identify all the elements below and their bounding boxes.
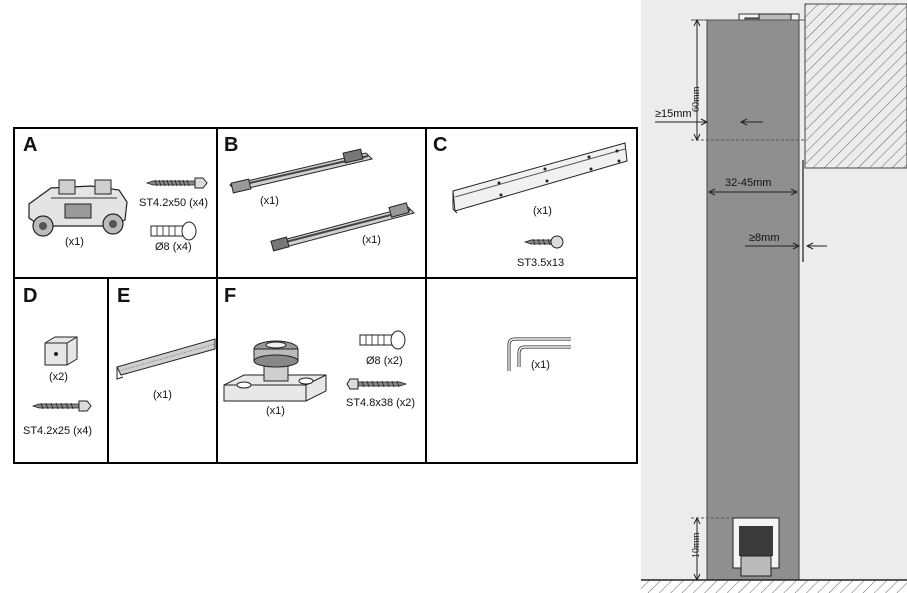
panel-e: E (x1) xyxy=(109,279,216,462)
caption-qty: (x1) xyxy=(531,359,550,371)
dimension-label: 32-45mm xyxy=(725,177,772,189)
parts-table: A (x1) ST4.2x50 (x4) Ø8 (x4) B xyxy=(13,127,638,464)
panel-c: C (x1) ST3.5x13 xyxy=(427,129,636,277)
bottom-profile-icon xyxy=(116,338,216,380)
grid-divider xyxy=(15,277,636,279)
panel-f: F (x1) Ø8 (x2) ST4.8x38 (x2) xyxy=(218,279,425,462)
caption-qty: (x1) xyxy=(533,205,552,217)
panel-d: D (x2) ST4.2x25 (x4) xyxy=(15,279,107,462)
track-rail-icon xyxy=(452,142,628,214)
grid-divider xyxy=(107,278,109,462)
screw-icon xyxy=(145,177,208,189)
floor-guide-icon xyxy=(223,340,327,402)
caption-qty: (x2) xyxy=(49,371,68,383)
grid-divider xyxy=(216,278,218,462)
panel-letter: F xyxy=(224,285,237,307)
soft-close-damper-icon xyxy=(229,148,373,194)
screw-icon xyxy=(31,400,92,412)
panel-letter: B xyxy=(224,134,239,156)
caption-plug: Ø8 (x4) xyxy=(155,241,192,253)
section-diagram: 60mm ≥15mm 32-45mm ≥8mm 10mm xyxy=(641,0,907,593)
dimension-label: ≥15mm xyxy=(655,108,692,120)
panel-letter: E xyxy=(117,285,131,307)
door-cross-section xyxy=(641,0,907,593)
caption-qty: (x1) xyxy=(362,234,381,246)
dimension-label: ≥8mm xyxy=(749,232,780,244)
guide-block-icon xyxy=(44,336,78,366)
dimension-label: 60mm xyxy=(691,86,702,112)
caption-qty: (x1) xyxy=(266,405,285,417)
wall-plug-icon xyxy=(150,221,197,241)
panel-letter: C xyxy=(433,134,448,156)
roller-carriage-icon xyxy=(28,179,128,237)
grid-divider xyxy=(425,129,427,462)
grid-divider xyxy=(216,129,218,278)
panel-letter: A xyxy=(23,134,38,156)
panel-hex-keys: (x1) xyxy=(427,279,636,462)
panel-a: A (x1) ST4.2x50 (x4) Ø8 (x4) xyxy=(15,129,216,277)
caption-screw: ST4.8x38 (x2) xyxy=(346,397,416,409)
screw-icon xyxy=(523,235,564,249)
caption-screw: ST4.2x25 (x4) xyxy=(23,425,93,437)
caption-qty: (x1) xyxy=(153,389,172,401)
soft-close-damper-icon xyxy=(270,202,415,252)
caption-qty: (x1) xyxy=(65,236,84,248)
caption-screw: ST3.5x13 xyxy=(517,257,565,269)
caption-screw: ST4.2x50 (x4) xyxy=(139,197,209,209)
caption-qty: (x1) xyxy=(260,195,279,207)
caption-plug: Ø8 (x2) xyxy=(366,355,403,367)
hex-key-icon xyxy=(507,337,571,371)
screw-icon xyxy=(346,378,408,390)
dimension-label: 10mm xyxy=(691,532,702,558)
wall-plug-icon xyxy=(359,330,406,350)
panel-letter: D xyxy=(23,285,38,307)
panel-b: B (x1) (x1) xyxy=(218,129,425,277)
